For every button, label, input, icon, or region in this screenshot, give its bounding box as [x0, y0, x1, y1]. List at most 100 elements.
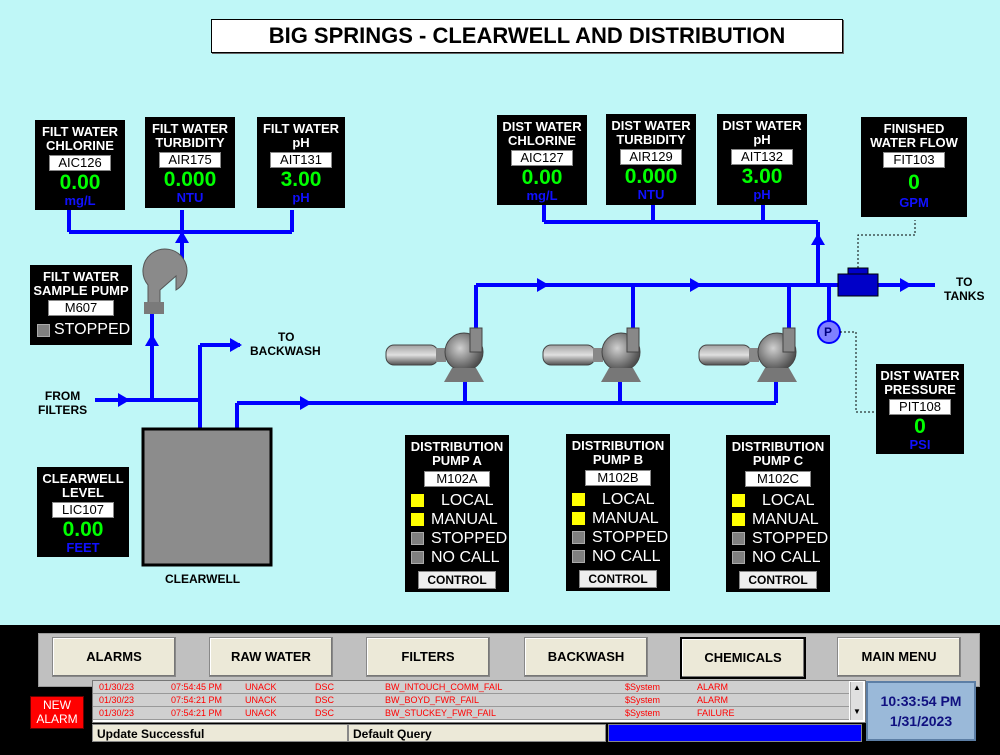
pump-tag: M102B — [585, 470, 651, 486]
clock-date: 1/31/2023 — [889, 713, 953, 729]
pump-c-control-button[interactable]: CONTROL — [739, 571, 817, 589]
clearwell-label: CLEARWELL — [165, 572, 241, 586]
table-row[interactable]: 01/30/23 07:54:45 PM UNACK DSC BW_INTOUC… — [93, 681, 849, 694]
status-message: Update Successful — [92, 724, 348, 742]
nav-filters-button[interactable]: FILTERS — [366, 637, 490, 677]
scroll-up-icon[interactable]: ▲ — [853, 683, 861, 692]
page-title: BIG SPRINGS - CLEARWELL AND DISTRIBUTION — [211, 19, 843, 53]
instrument-unit: pH — [292, 190, 310, 205]
pump-status-run: STOPPED — [726, 529, 830, 548]
instrument-value: 0 — [908, 171, 920, 194]
status-indicator — [572, 493, 585, 506]
sample-pump-graphic — [142, 248, 188, 314]
pump-status-local: LOCAL — [726, 491, 830, 510]
instrument-value: 0.000 — [163, 168, 217, 191]
instrument-value: 0.00 — [521, 166, 563, 189]
nav-alarms-button[interactable]: ALARMS — [52, 637, 176, 677]
pump-tag: M102C — [745, 471, 811, 487]
instrument-unit: PSI — [909, 437, 931, 452]
pump-status-call: NO CALL — [405, 548, 509, 567]
status-indicator — [572, 531, 585, 544]
instrument-value: 0.00 — [62, 518, 104, 541]
pump-b-control-button[interactable]: CONTROL — [579, 570, 657, 588]
nav-backwash-button[interactable]: BACKWASH — [524, 637, 648, 677]
status-indicator — [732, 513, 745, 526]
status-indicator — [411, 513, 424, 526]
instrument-tag: AIT131 — [270, 152, 332, 168]
instrument-unit: FEET — [66, 540, 100, 555]
alarm-table: 01/30/23 07:54:45 PM UNACK DSC BW_INTOUC… — [92, 680, 866, 723]
instrument-tag: AIR175 — [159, 152, 221, 168]
pump-status-local: LOCAL — [566, 490, 670, 509]
alarm-scrollbar[interactable]: ▲ ▼ — [850, 682, 863, 720]
nav-main-menu-button[interactable]: MAIN MENU — [837, 637, 961, 677]
pump-status-run: STOPPED — [566, 528, 670, 547]
progress-bar — [608, 724, 862, 742]
sample-pump-status: STOPPED — [30, 320, 132, 340]
instrument-value: 0.00 — [59, 171, 101, 194]
sample-pump-tag: M607 — [48, 300, 114, 316]
instrument-value: 0 — [914, 415, 926, 438]
status-indicator — [572, 512, 585, 525]
pressure-symbol: P — [824, 325, 833, 339]
status-indicator — [411, 551, 424, 564]
status-indicator — [37, 324, 50, 337]
instrument-unit: NTU — [637, 187, 665, 202]
pump-status-local: LOCAL — [405, 491, 509, 510]
table-row[interactable]: 01/30/23 07:54:21 PM UNACK DSC BW_BOYD_F… — [93, 694, 849, 707]
table-row[interactable]: 01/30/23 07:54:21 PM UNACK DSC BW_STUCKE… — [93, 707, 849, 720]
instrument-unit: mg/L — [64, 193, 96, 208]
system-clock: 10:33:54 PM 1/31/2023 — [866, 681, 976, 741]
instrument-tag: AIR129 — [620, 149, 682, 165]
status-indicator — [732, 494, 745, 507]
instrument-value: 3.00 — [741, 165, 783, 188]
clock-time: 10:33:54 PM — [880, 693, 962, 709]
pump-status-call: NO CALL — [566, 547, 670, 566]
instrument-unit: NTU — [176, 190, 204, 205]
pump-status-manual: MANUAL — [566, 509, 670, 528]
nav-chemicals-button[interactable]: CHEMICALS — [680, 637, 806, 679]
instrument-unit: GPM — [899, 195, 929, 210]
pump-status-call: NO CALL — [726, 548, 830, 567]
pump-status-manual: MANUAL — [405, 510, 509, 529]
pump-status-manual: MANUAL — [726, 510, 830, 529]
scroll-down-icon[interactable]: ▼ — [853, 707, 861, 716]
status-indicator — [411, 494, 424, 507]
pump-a-control-button[interactable]: CONTROL — [418, 571, 496, 589]
status-indicator — [572, 550, 585, 563]
status-indicator — [411, 532, 424, 545]
instrument-unit: pH — [753, 187, 771, 202]
nav-raw-water-button[interactable]: RAW WATER — [209, 637, 333, 677]
instrument-value: 3.00 — [280, 168, 322, 191]
query-field[interactable]: Default Query — [348, 724, 606, 742]
instrument-unit: mg/L — [526, 188, 558, 203]
instrument-tag: LIC107 — [52, 502, 114, 518]
instrument-value: 0.000 — [624, 165, 678, 188]
